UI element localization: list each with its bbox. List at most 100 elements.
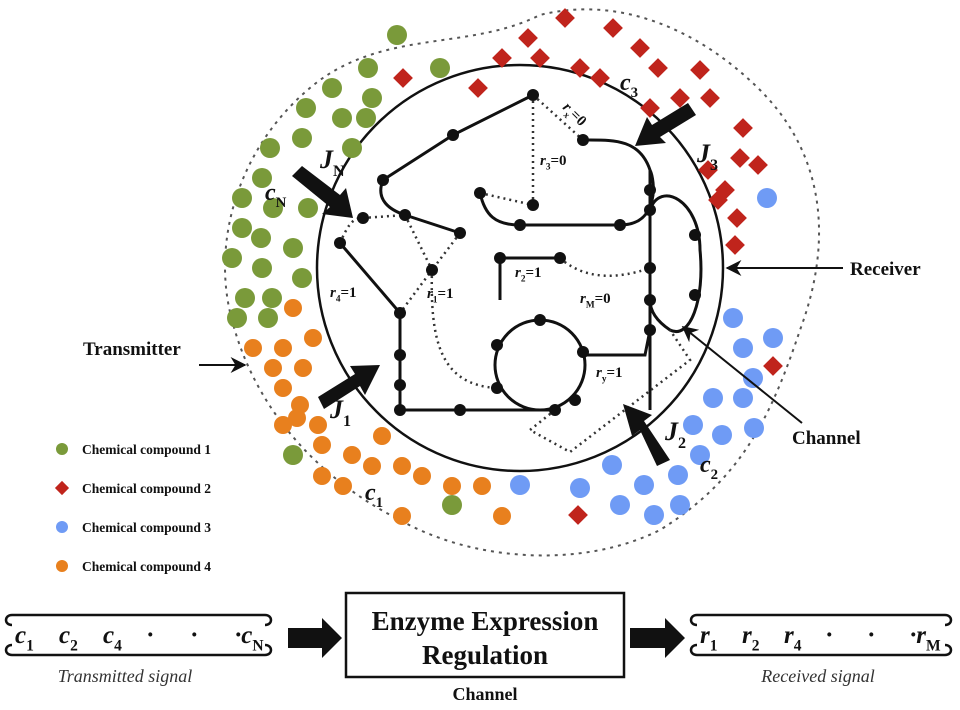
signal-symbol: c1	[15, 622, 34, 655]
network-node	[534, 314, 546, 326]
network-node	[447, 129, 459, 141]
compound-3-molecule	[733, 338, 753, 358]
compound-1-molecule	[227, 308, 247, 328]
legend-swatch-circle	[56, 443, 68, 455]
network-node	[644, 184, 656, 196]
compound-1-molecule	[283, 238, 303, 258]
flow-arrow-2	[630, 618, 685, 658]
compound-4-molecule	[343, 446, 361, 464]
compound-2-molecule	[393, 68, 413, 88]
compound-4-molecule	[313, 467, 331, 485]
network-node	[614, 219, 626, 231]
compound-1-molecule	[356, 108, 376, 128]
compound-1-molecule	[292, 268, 312, 288]
inactive-link-b	[362, 213, 406, 220]
concentration-label-c_1: c1	[365, 480, 383, 511]
chemical-compounds	[222, 8, 783, 525]
flux-arrow-J3	[635, 103, 696, 146]
network-node	[426, 264, 438, 276]
flux-arrows	[292, 103, 696, 466]
compound-4-molecule	[393, 507, 411, 525]
compound-2-molecule	[648, 58, 668, 78]
compound-3-molecule	[744, 418, 764, 438]
concentration-label-c_N: cN	[265, 180, 287, 211]
compound-2-molecule	[730, 148, 750, 168]
network-node	[514, 219, 526, 231]
compound-1-molecule	[252, 258, 272, 278]
compound-4-molecule	[274, 339, 292, 357]
pathway-right-ellipse	[648, 194, 703, 333]
receiver-label: Receiver	[850, 259, 921, 280]
compound-3-molecule	[634, 475, 654, 495]
compound-1-molecule	[298, 198, 318, 218]
network-node	[577, 134, 589, 146]
network-node	[494, 252, 506, 264]
compound-1-molecule	[235, 288, 255, 308]
received-signal-bracket	[689, 613, 953, 657]
compound-2-molecule	[518, 28, 538, 48]
compound-1-molecule	[232, 218, 252, 238]
flux-arrow-JN	[292, 166, 353, 218]
flux-label-J_3: J3	[696, 139, 718, 174]
compound-3-molecule	[743, 368, 763, 388]
compound-3-molecule	[763, 328, 783, 348]
compound-4-molecule	[264, 359, 282, 377]
legend-label: Chemical compound 2	[82, 481, 211, 496]
network-node	[689, 289, 701, 301]
compound-4-molecule	[393, 457, 411, 475]
signal-symbol: c4	[103, 622, 122, 655]
compound-2-molecule	[570, 58, 590, 78]
network-node	[549, 404, 561, 416]
inactive-r1	[430, 269, 498, 390]
enzyme-network-inactive	[338, 94, 692, 454]
compound-3-molecule	[602, 455, 622, 475]
compound-3-molecule	[690, 445, 710, 465]
channel-pointer	[681, 325, 803, 424]
compound-1-molecule	[251, 228, 271, 248]
cell-membrane	[315, 63, 725, 473]
pathway-top-loop	[478, 138, 655, 227]
compound-2-molecule	[603, 18, 623, 38]
compound-1-molecule	[296, 98, 316, 118]
reaction-label-r_M: rM=0	[580, 291, 611, 311]
compound-2-molecule	[748, 155, 768, 175]
network-node	[689, 229, 701, 241]
compound-4-molecule	[313, 436, 331, 454]
compound-2-molecule	[733, 118, 753, 138]
network-nodes	[334, 89, 701, 416]
inactive-rM	[559, 257, 651, 277]
signal-symbol: ·cN	[235, 622, 264, 655]
network-node	[527, 199, 539, 211]
compound-4-molecule	[413, 467, 431, 485]
concentration-label-c_3: c3	[620, 70, 638, 101]
signal-symbol: ·	[826, 622, 832, 649]
compound-3-molecule	[610, 495, 630, 515]
compound-4-molecule	[373, 427, 391, 445]
compound-2-molecule	[630, 38, 650, 58]
compound-1-molecule	[252, 168, 272, 188]
compound-4-molecule	[288, 409, 306, 427]
compound-2-molecule	[492, 48, 512, 68]
network-node	[527, 89, 539, 101]
signal-symbol: ·	[191, 622, 197, 649]
compound-2-molecule	[700, 88, 720, 108]
compound-4-molecule	[443, 477, 461, 495]
compound-1-molecule	[362, 88, 382, 108]
network-node	[399, 209, 411, 221]
compound-4-molecule	[284, 299, 302, 317]
network-node	[491, 382, 503, 394]
compound-1-molecule	[232, 188, 252, 208]
channel-label: Channel	[792, 428, 861, 449]
compound-1-molecule	[262, 288, 282, 308]
received-signal-caption: Received signal	[760, 666, 874, 686]
reaction-label-r_3: r3=0	[540, 153, 567, 173]
network-node	[394, 349, 406, 361]
legend-label: Chemical compound 1	[82, 442, 211, 457]
compound-1-molecule	[387, 25, 407, 45]
compound-3-molecule	[644, 505, 664, 525]
transmitted-signal-caption: Transmitted signal	[58, 666, 193, 686]
